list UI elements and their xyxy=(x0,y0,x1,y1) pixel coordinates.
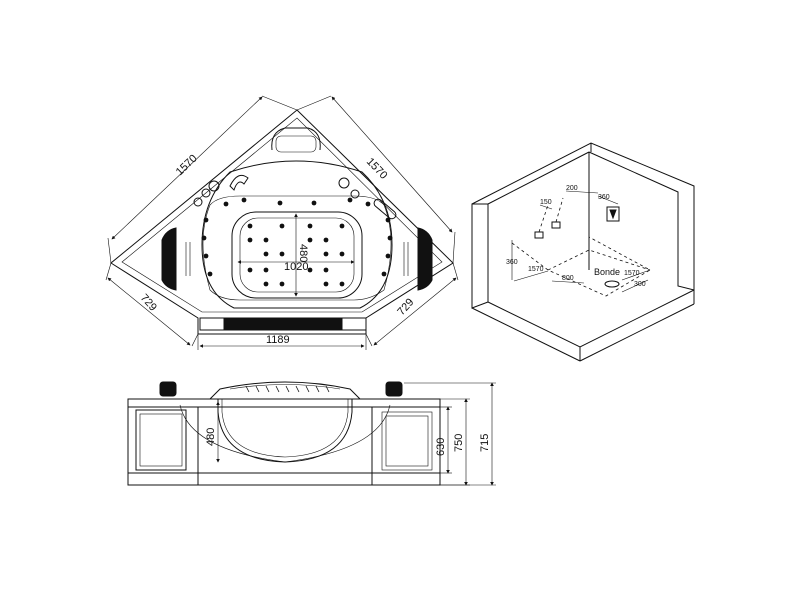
tub-body xyxy=(127,406,441,474)
front-dim-715: 715 xyxy=(479,434,491,452)
jet-icon xyxy=(365,201,371,207)
jet-icon xyxy=(207,271,213,277)
floor-edge xyxy=(487,289,695,348)
headrest-rib xyxy=(275,385,280,393)
jet-icon xyxy=(241,197,247,203)
iso-view: Bonde 200 150 360 360 1570 800 1570 300 xyxy=(471,142,695,362)
jet-icon xyxy=(381,271,387,277)
jet-icon xyxy=(263,251,269,257)
jet-icon xyxy=(387,235,393,241)
tub-rim xyxy=(127,398,441,408)
iso-dim-800: 800 xyxy=(562,275,574,282)
jet-icon xyxy=(263,267,269,273)
headrest-rib xyxy=(325,385,330,393)
left-armrest-panel xyxy=(161,227,177,291)
inner-basin-floor xyxy=(239,217,355,293)
headrest-rib xyxy=(305,385,310,393)
jet-icon xyxy=(307,237,313,243)
jet-icon xyxy=(339,281,345,287)
iso-dim-300: 300 xyxy=(634,281,646,288)
jet-icon xyxy=(323,251,329,257)
right-pillow-icon xyxy=(385,381,403,397)
right-armrest-panel xyxy=(417,227,433,291)
iso-dim-1570-left: 1570 xyxy=(528,266,544,273)
jet-icon xyxy=(307,267,313,273)
jet-icon xyxy=(311,200,317,206)
faucet-spout-icon xyxy=(229,174,249,191)
top-view: 1020 480 1570 1570 729 729 1189 xyxy=(105,95,459,350)
massage-jets xyxy=(201,197,393,287)
iso-dim-150: 150 xyxy=(540,199,552,206)
front-panel xyxy=(199,317,367,331)
tub-outline xyxy=(110,109,454,335)
jet-icon xyxy=(277,200,283,206)
front-dim-750: 750 xyxy=(453,434,465,452)
headrest-rib xyxy=(245,385,250,393)
jet-icon xyxy=(203,217,209,223)
jet-icon xyxy=(385,253,391,259)
dim-inner-width: 1020 xyxy=(284,261,308,273)
headrest-ribs xyxy=(245,385,330,393)
jet-icon xyxy=(263,237,269,243)
headrest xyxy=(271,127,321,151)
jet-icon xyxy=(247,223,253,229)
basin-contour xyxy=(201,160,393,309)
jet-icon xyxy=(201,235,207,241)
tub-base xyxy=(127,472,441,486)
jet-icon xyxy=(323,267,329,273)
handle-bar xyxy=(373,198,397,220)
jet-icon xyxy=(247,237,253,243)
headrest-rib xyxy=(315,385,320,393)
front-panel-black-strip xyxy=(223,318,343,330)
drain-label: Bonde xyxy=(594,267,620,277)
jet-icon xyxy=(347,197,353,203)
inner-basin xyxy=(231,211,363,299)
jet-icon xyxy=(307,223,313,229)
headrest-rib xyxy=(255,385,260,393)
iso-dim-360-top: 360 xyxy=(598,194,610,201)
headrest-rib xyxy=(265,385,270,393)
dim-short-right: 729 xyxy=(395,296,416,318)
jet-icon xyxy=(279,223,285,229)
jet-icon xyxy=(279,251,285,257)
front-view: 480 630 750 715 xyxy=(127,381,496,486)
right-wall xyxy=(588,151,695,291)
left-pillow-icon xyxy=(159,381,177,397)
tub-footprint xyxy=(511,236,651,297)
dim-front-width: 1189 xyxy=(266,334,290,346)
jet-icon xyxy=(247,267,253,273)
jet-icon xyxy=(385,217,391,223)
iso-dim-1570-right: 1570 xyxy=(624,270,640,277)
faucet-controls xyxy=(193,174,397,220)
headrest-rib xyxy=(295,385,300,393)
jet-icon xyxy=(203,253,209,259)
jet-icon xyxy=(279,281,285,287)
iso-dim-360-left: 360 xyxy=(506,259,518,266)
headrest-rib xyxy=(285,385,290,393)
dim-inner-depth: 480 xyxy=(297,244,309,262)
dim-side-left: 1570 xyxy=(174,153,200,179)
front-headrest xyxy=(209,381,361,400)
jet-icon xyxy=(263,281,269,287)
front-dim-630: 630 xyxy=(435,438,447,456)
jet-icon xyxy=(323,281,329,287)
jet-icon xyxy=(339,223,345,229)
dim-short-left: 729 xyxy=(138,292,159,314)
drain-icon xyxy=(604,280,620,288)
electrical-socket-icon xyxy=(606,206,620,222)
headrest-pad xyxy=(275,135,317,153)
jet-icon xyxy=(223,201,229,207)
water-pipes xyxy=(534,197,564,239)
jet-icon xyxy=(323,237,329,243)
jet-icon xyxy=(339,251,345,257)
iso-dim-200: 200 xyxy=(566,185,578,192)
side-panel-left xyxy=(135,409,187,471)
front-dim-inner-depth: 480 xyxy=(205,428,217,446)
side-panel-right xyxy=(381,411,433,471)
left-wall xyxy=(471,203,489,309)
